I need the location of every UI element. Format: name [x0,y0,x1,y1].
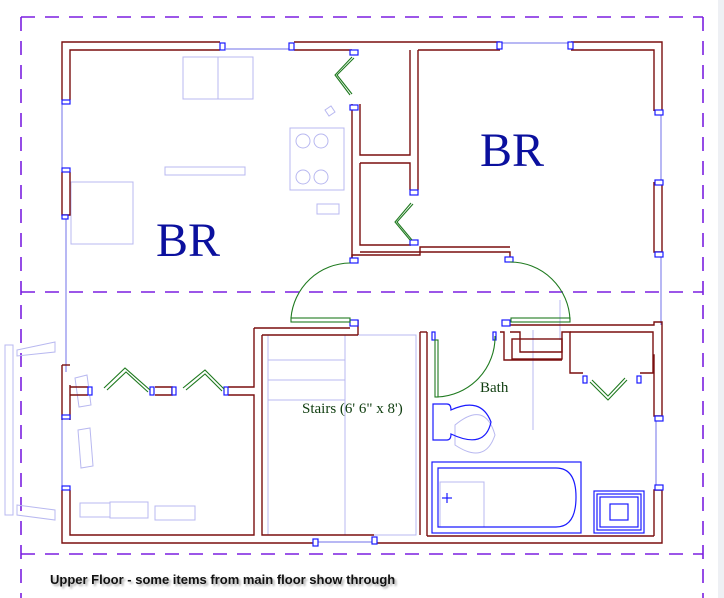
bath-fixtures [431,403,645,534]
room-label-stairs: Stairs (6' 6" x 8') [302,401,403,417]
jamb-markers [61,41,664,547]
ghost-items [4,56,561,536]
room-label-bedroom-right: BR [480,124,544,177]
room-label-bath: Bath [480,380,509,396]
doors [103,56,628,401]
window-lines [61,42,662,543]
walls [61,41,663,544]
room-label-bedroom-left: BR [156,214,220,267]
plan-caption: Upper Floor - some items from main floor… [50,572,396,587]
dashed-boundary [20,16,704,598]
right-edge-strip [718,0,724,598]
